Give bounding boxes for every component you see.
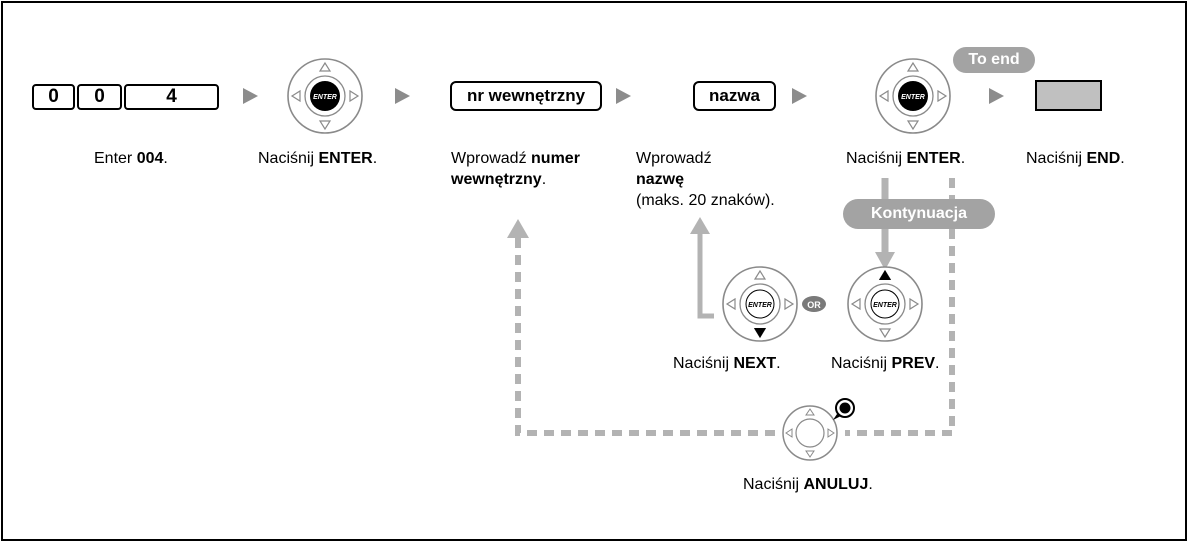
caption-step3: Wprowadź numer bbox=[451, 150, 580, 167]
key-0: 0 bbox=[77, 84, 122, 110]
caption-cancel: Naciśnij ANULUJ. bbox=[743, 476, 873, 493]
key-4: 4 bbox=[124, 84, 219, 110]
end-key bbox=[1035, 80, 1102, 111]
enter-glyph-text: ENTER bbox=[901, 94, 925, 101]
step-arrow bbox=[792, 88, 807, 104]
or-glyph-text: OR bbox=[807, 300, 821, 310]
cancel-return-arrow bbox=[507, 219, 529, 238]
step-arrow bbox=[243, 88, 258, 104]
navigator-cancel-icon bbox=[782, 405, 838, 461]
step-arrow bbox=[616, 88, 631, 104]
caption-prev: Naciśnij PREV. bbox=[831, 355, 940, 372]
next-return-connector bbox=[697, 232, 714, 319]
step-arrow bbox=[989, 88, 1004, 104]
caption-step3-line2: wewnętrzny. bbox=[451, 171, 547, 188]
navigator-enter-icon: ENTER bbox=[875, 58, 951, 134]
caption-step2: Naciśnij ENTER. bbox=[258, 150, 378, 167]
flow-graphics: ENTER ENTER ENTER OR ENTER bbox=[243, 58, 1004, 461]
or-badge: OR bbox=[802, 296, 826, 312]
navigator-enter-icon: ENTER bbox=[287, 58, 363, 134]
key-0: 0 bbox=[32, 84, 75, 110]
next-return-arrow bbox=[690, 217, 710, 234]
extension-number-field: nr wewnętrzny bbox=[450, 81, 602, 111]
step-arrow bbox=[395, 88, 410, 104]
caption-step4-line3: (maks. 20 znaków). bbox=[636, 192, 775, 209]
caption-step4-line2: nazwę bbox=[636, 171, 685, 188]
to-end-badge: To end bbox=[953, 47, 1035, 73]
caption-next: Naciśnij NEXT. bbox=[673, 355, 781, 372]
caption-step6: Naciśnij END. bbox=[1026, 150, 1125, 167]
name-field: nazwa bbox=[693, 81, 776, 111]
caption-step4: Wprowadź bbox=[636, 150, 712, 167]
caption-step1: Enter 004. bbox=[94, 150, 168, 167]
enter-glyph-text: ENTER bbox=[748, 302, 772, 309]
navigator-next-icon: ENTER bbox=[722, 266, 798, 342]
cancel-connector-left bbox=[515, 237, 775, 436]
enter-glyph-text: ENTER bbox=[313, 94, 337, 101]
continue-arrow bbox=[875, 252, 895, 270]
caption-step5: Naciśnij ENTER. bbox=[846, 150, 966, 167]
continue-badge: Kontynuacja bbox=[843, 199, 995, 229]
cancel-button-icon bbox=[833, 398, 855, 420]
cancel-connector-right bbox=[845, 178, 955, 436]
navigator-prev-icon: ENTER bbox=[847, 266, 923, 342]
enter-glyph-text: ENTER bbox=[873, 302, 897, 309]
